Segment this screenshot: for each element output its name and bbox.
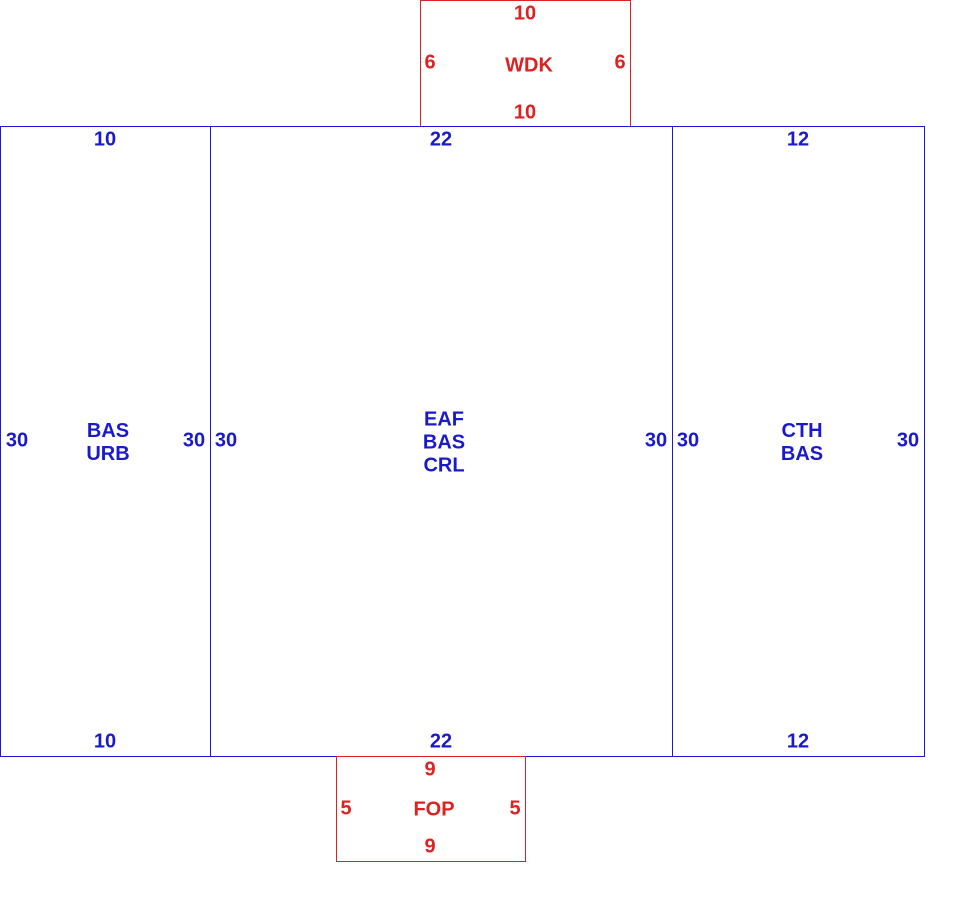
left-left-dimension: 30 [5, 429, 29, 452]
fop-bottom-dimension: 9 [424, 835, 436, 858]
wdk-label: WDK [505, 55, 553, 78]
left-top-dimension: 10 [93, 128, 117, 151]
center-label: EAF BAS CRL [423, 409, 465, 478]
wdk-bottom-dimension: 10 [513, 101, 537, 124]
fop-label: FOP [413, 799, 454, 822]
center-right-dimension: 30 [644, 429, 668, 452]
fop-area [336, 756, 526, 862]
left-label: BAS URB [86, 420, 129, 466]
center-top-dimension: 22 [429, 128, 453, 151]
right-bottom-dimension: 12 [786, 730, 810, 753]
fop-top-dimension: 9 [424, 758, 436, 781]
left-code-1: BAS [86, 420, 130, 442]
center-left-dimension: 30 [214, 429, 238, 452]
wdk-code: WDK [505, 54, 553, 77]
right-code-2: BAS [780, 443, 824, 465]
right-code-1: CTH [781, 420, 823, 442]
fop-code: FOP [413, 798, 455, 821]
left-code-2: URB [86, 443, 130, 465]
left-right-dimension: 30 [182, 429, 206, 452]
wdk-top-dimension: 10 [513, 2, 537, 25]
wdk-left-dimension: 6 [424, 51, 436, 74]
right-left-dimension: 30 [676, 429, 700, 452]
right-label: CTH BAS [781, 420, 823, 466]
fop-left-dimension: 5 [340, 797, 352, 820]
right-top-dimension: 12 [786, 128, 810, 151]
right-right-dimension: 30 [896, 429, 920, 452]
center-bottom-dimension: 22 [429, 730, 453, 753]
center-code-1: EAF [423, 408, 464, 431]
wdk-right-dimension: 6 [614, 51, 626, 74]
center-code-2: BAS [422, 431, 466, 454]
fop-right-dimension: 5 [509, 797, 521, 820]
right-area [672, 126, 925, 757]
center-code-3: CRL [423, 454, 465, 477]
left-bottom-dimension: 10 [93, 730, 117, 753]
